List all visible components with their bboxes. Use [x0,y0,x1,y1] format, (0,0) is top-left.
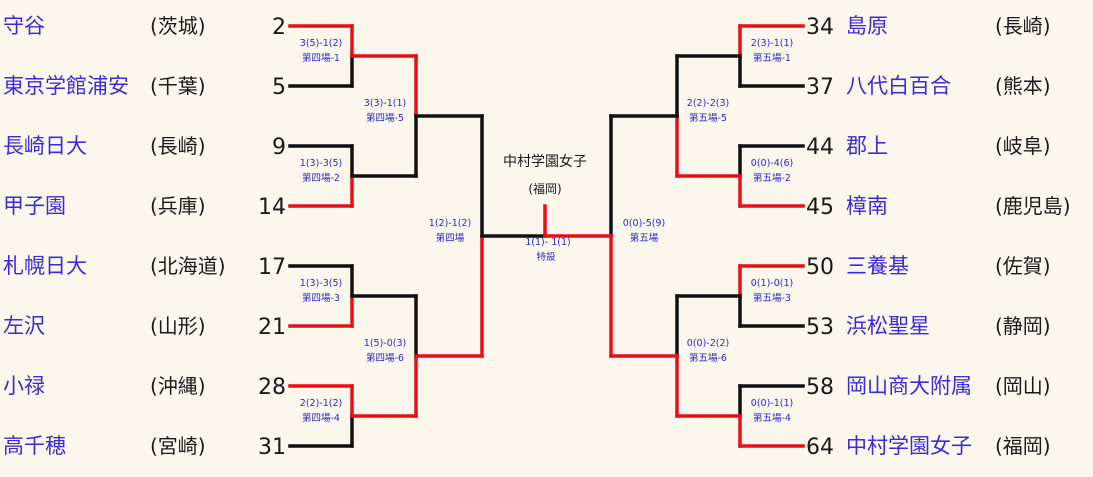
team-prefecture: (福岡) [995,434,1051,458]
seed-number: 34 [806,15,834,40]
team-prefecture: (熊本) [995,74,1051,98]
team-name: 甲子園 [3,194,66,218]
team-name: 岡山商大附属 [846,374,972,398]
seed-number: 21 [258,315,286,340]
team-name: 樟南 [846,194,888,218]
team-prefecture: (千葉) [150,74,206,98]
seed-number: 37 [806,75,834,100]
team-name: 中村学園女子 [846,434,972,458]
match-venue: 第四場-6 [366,352,404,364]
match-score: 3(3)-1(1) [364,98,406,109]
bracket-labels: 守谷 (茨城) 2 東京学館浦安 (千葉) 5 長崎日大 (長崎) 9 甲子園 (兵庫) 14 札幌日大… [3,14,1071,460]
team-prefecture: (茨城) [150,14,206,38]
seed-number: 31 [258,435,286,460]
seed-number: 50 [806,255,834,280]
match-venue: 第五場-5 [689,112,727,124]
match-venue: 第五場-4 [753,412,791,424]
seed-number: 5 [272,75,286,100]
match-venue: 第四場 [436,232,465,244]
seed-number: 28 [258,375,286,400]
match-score: 0(0)-4(6) [751,158,793,169]
team-prefecture: (静岡) [995,314,1051,338]
match-venue: 第五場-1 [753,52,791,64]
team-prefecture: (佐賀) [995,254,1051,278]
match-score: 0(0)-1(1) [751,398,793,409]
seed-number: 45 [806,195,834,220]
team-name: 東京学館浦安 [3,74,129,98]
team-name: 小禄 [3,374,45,398]
match-score: 3(5)-1(2) [300,38,342,49]
match-score: 0(0)-2(2) [687,338,729,349]
match-venue: 第五場 [630,232,659,244]
match-score: 1(5)-0(3) [364,338,406,349]
match-score: 1(2)-1(2) [429,218,471,229]
match-venue: 第四場-1 [302,52,340,64]
team-prefecture: (長崎) [995,14,1051,38]
team-name: 札幌日大 [3,254,87,278]
final-venue: 特設 [536,251,556,263]
bracket-lines [288,24,805,448]
seed-number: 17 [258,255,286,280]
team-name: 八代白百合 [846,74,951,98]
seed-number: 64 [806,435,834,460]
match-venue: 第四場-3 [302,292,340,304]
team-name: 浜松聖星 [846,314,930,338]
team-name: 郡上 [846,134,888,158]
seed-number: 53 [806,315,834,340]
team-name: 島原 [846,14,888,38]
match-score: 2(3)-1(1) [751,38,793,49]
match-score: 1(3)-3(5) [300,158,342,169]
match-venue: 第五場-3 [753,292,791,304]
seed-number: 44 [806,135,834,160]
seed-number: 9 [272,135,286,160]
team-name: 高千穂 [3,434,66,458]
seed-number: 2 [272,15,286,40]
champion-prefecture: (福岡) [528,181,561,196]
team-prefecture: (北海道) [150,254,226,278]
match-venue: 第五場-2 [753,172,791,184]
team-name: 長崎日大 [3,134,87,158]
team-prefecture: (沖縄) [150,374,206,398]
team-name: 守谷 [3,14,45,38]
champion-name: 中村学園女子 [503,153,587,170]
match-venue: 第四場-4 [302,412,340,424]
team-prefecture: (岡山) [995,374,1051,398]
match-venue: 第五場-6 [689,352,727,364]
team-prefecture: (長崎) [150,134,206,158]
seed-number: 14 [258,195,286,220]
match-score: 2(2)-2(3) [687,98,729,109]
team-prefecture: (兵庫) [150,194,206,218]
team-prefecture: (岐阜) [995,134,1051,158]
team-prefecture: (宮崎) [150,434,206,458]
match-score: 0(0)-5(9) [623,218,665,229]
team-prefecture: (山形) [150,314,206,338]
team-prefecture: (鹿児島) [995,194,1071,218]
team-name: 左沢 [3,314,45,338]
match-score: 2(2)-1(2) [300,398,342,409]
team-name: 三養基 [846,254,909,278]
match-venue: 第四場-2 [302,172,340,184]
seed-number: 58 [806,375,834,400]
match-score: 1(3)-3(5) [300,278,342,289]
final-score: 1(1)- 1(1) [525,237,570,248]
match-score: 0(1)-0(1) [751,278,793,289]
match-venue: 第四場-5 [366,112,404,124]
